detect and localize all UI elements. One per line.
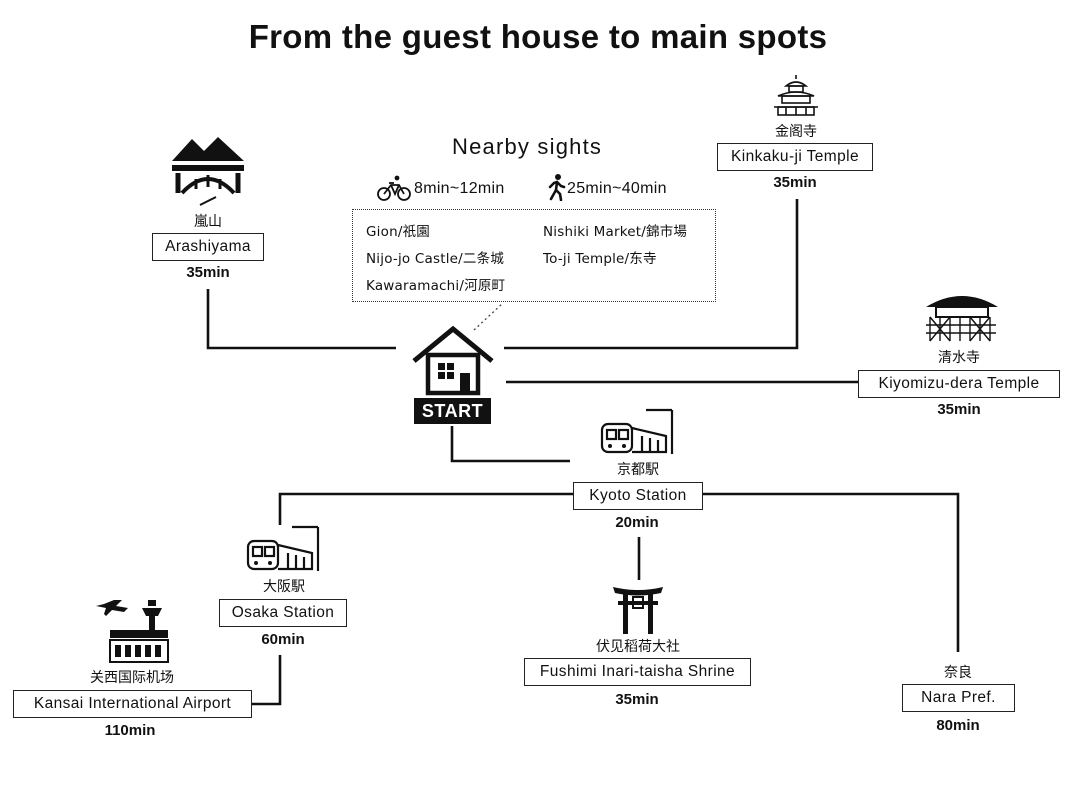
route-kyoto-station [450, 426, 570, 463]
kiyomizu-label: Kiyomizu-dera Temple [858, 370, 1060, 398]
house-icon [412, 325, 494, 396]
torii-icon [613, 587, 663, 634]
sight-item: Nishiki Market/錦市場 [543, 224, 688, 240]
arashiyama-time: 35min [186, 264, 230, 281]
kinkakuji-label: Kinkaku-ji Temple [717, 143, 873, 171]
kyoto-station-time: 20min [615, 514, 659, 531]
diagram-title: From the guest house to main spots [248, 18, 828, 55]
nara-time: 80min [936, 717, 980, 734]
route-kinkakuji [504, 199, 799, 350]
bike-time: 8min~12min [414, 180, 505, 197]
kyoto-station-jp: 京都駅 [617, 462, 659, 478]
walking-icon [548, 174, 566, 201]
kansai-airport-label: Kansai International Airport [13, 690, 252, 718]
bridge-mountain-icon [172, 137, 244, 206]
start-label: START [414, 398, 491, 424]
nearby-sights-list [352, 209, 716, 302]
kiyomizu-jp: 清水寺 [938, 350, 980, 366]
nara-label: Nara Pref. [902, 684, 1015, 712]
route-osaka [278, 492, 574, 525]
fushimi-time: 35min [615, 691, 659, 708]
temple-icon [926, 296, 998, 342]
kinkakuji-jp: 金阁寺 [775, 124, 817, 140]
walk-time: 25min~40min [567, 180, 667, 197]
nearby-sights-title: Nearby sights [452, 134, 603, 159]
pavilion-icon [774, 75, 818, 116]
osaka-station-time: 60min [261, 631, 305, 648]
kiyomizu-time: 35min [937, 401, 981, 418]
osaka-station-jp: 大阪駅 [263, 579, 305, 595]
route-arashiyama [206, 289, 396, 350]
kyoto-station-label: Kyoto Station [573, 482, 703, 510]
route-kansai [252, 655, 282, 706]
arashiyama-jp: 嵐山 [194, 214, 222, 230]
nara-jp: 奈良 [944, 665, 972, 681]
train-station-icon [600, 408, 674, 454]
osaka-station-label: Osaka Station [219, 599, 347, 627]
fushimi-label: Fushimi Inari-taisha Shrine [524, 658, 751, 686]
nearby-connector [473, 302, 504, 331]
sight-item: To-ji Temple/东寺 [543, 251, 657, 267]
kansai-airport-jp: 关西国际机场 [90, 670, 174, 686]
train-station-icon [246, 525, 320, 571]
sight-item: Gion/祇園 [366, 224, 430, 240]
fushimi-jp: 伏见稻荷大社 [596, 639, 680, 655]
sight-item: Nijo-jo Castle/二条城 [366, 251, 505, 267]
bicycle-icon [377, 175, 411, 201]
route-nara [703, 492, 960, 652]
sight-item: Kawaramachi/河原町 [366, 278, 506, 294]
kinkakuji-time: 35min [773, 174, 817, 191]
airport-icon [96, 600, 169, 663]
arashiyama-label: Arashiyama [152, 233, 264, 261]
kansai-airport-time: 110min [104, 722, 156, 739]
